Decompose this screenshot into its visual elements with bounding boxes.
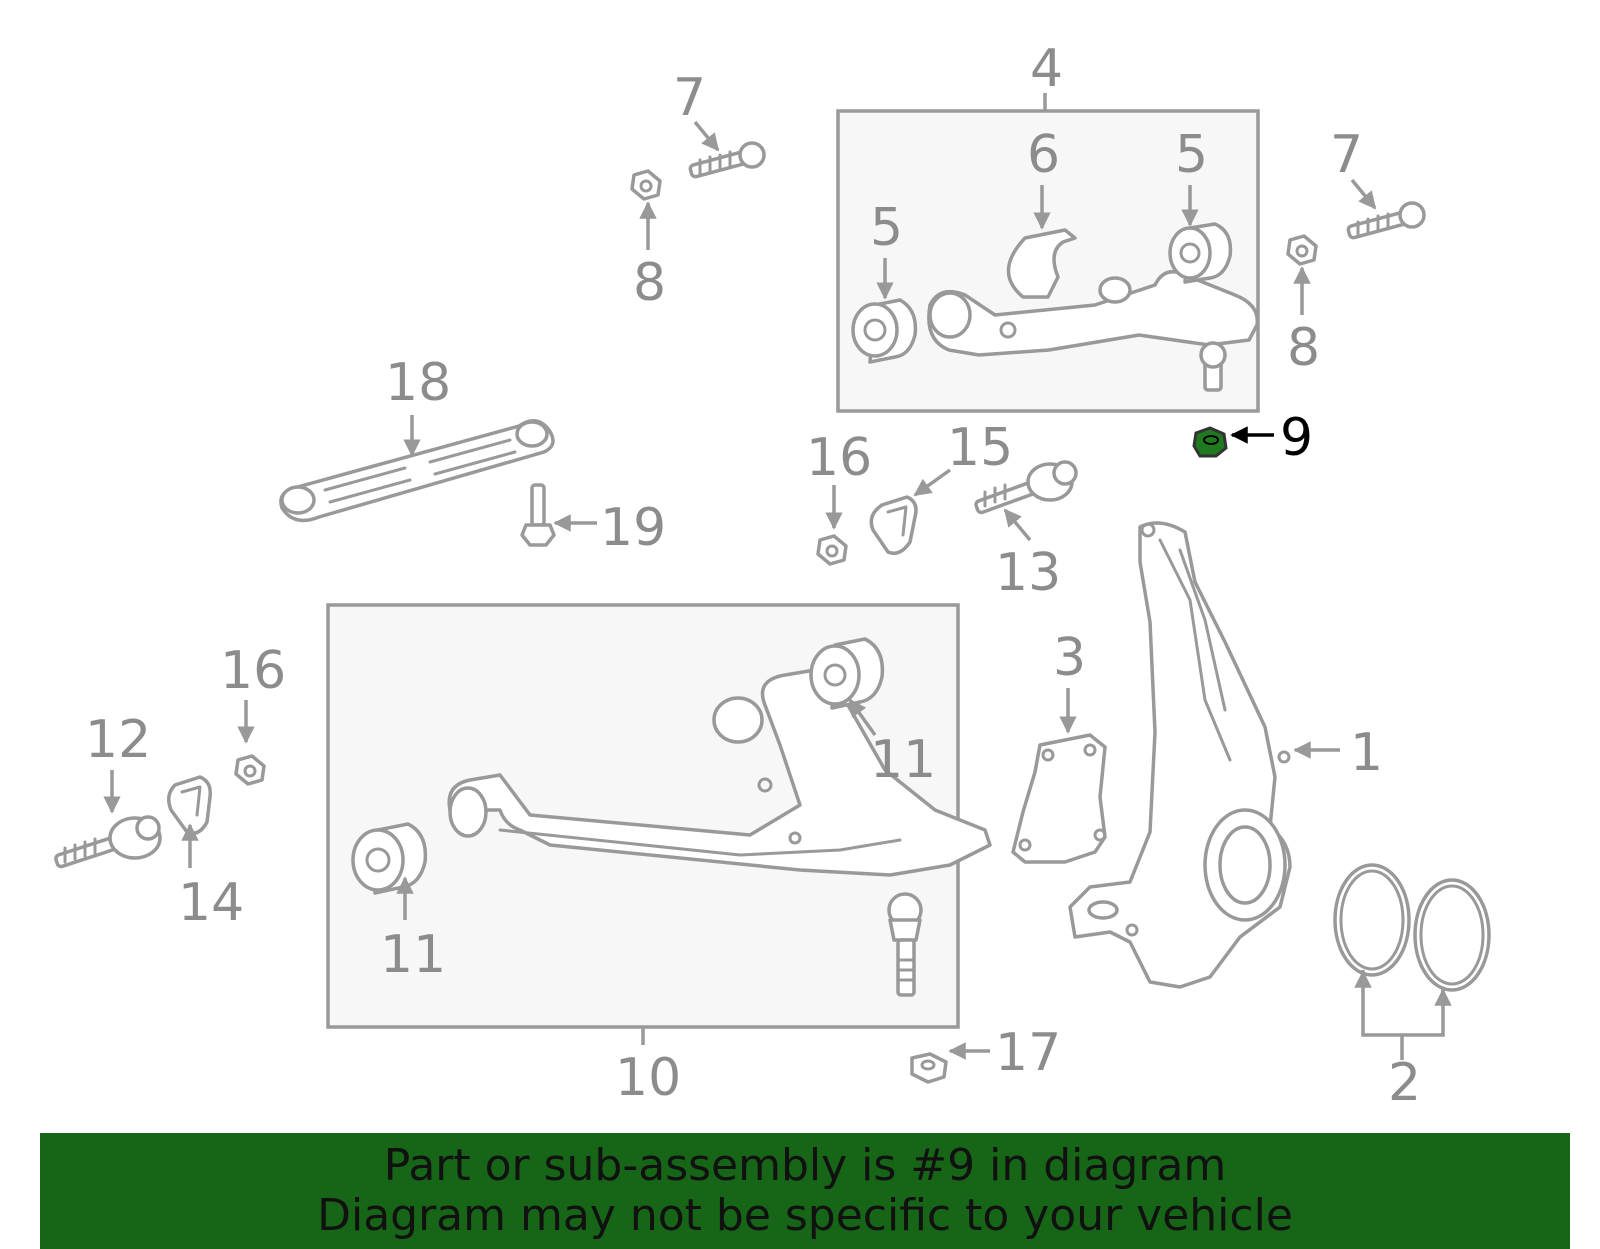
callout-11-left: 11 <box>380 925 446 985</box>
callout-7-left: 7 <box>673 68 706 128</box>
callout-labels: 1 2 3 4 5 5 6 7 7 8 8 9 10 11 11 12 13 1… <box>85 39 1421 1113</box>
callout-16-upper: 16 <box>806 428 872 488</box>
nut-8-left-part <box>630 169 662 201</box>
nut-8-right-part <box>1286 234 1318 266</box>
callout-5-left: 5 <box>870 198 903 258</box>
callout-1: 1 <box>1350 723 1383 783</box>
nut-9-highlighted-part <box>1192 426 1228 458</box>
bracket-6-part <box>1006 228 1077 299</box>
bushing-5-right-part <box>1168 222 1233 284</box>
callout-9: 9 <box>1280 408 1313 468</box>
callout-6: 6 <box>1027 125 1060 185</box>
callout-7-right: 7 <box>1330 125 1363 185</box>
callout-8-left: 8 <box>633 253 666 313</box>
upper-control-arm-part <box>927 269 1260 392</box>
shield-3-part <box>1011 733 1107 864</box>
bolt-7-left-part <box>688 141 766 179</box>
callout-16-lower: 16 <box>220 641 286 701</box>
info-banner: Part or sub-assembly is #9 in diagram Di… <box>40 1133 1570 1249</box>
cam-washer-14-part <box>167 775 213 835</box>
nut-17-part <box>910 1052 948 1084</box>
seal-rings-2-part <box>1333 863 1491 992</box>
callout-15: 15 <box>947 418 1013 478</box>
banner-line-1: Part or sub-assembly is #9 in diagram <box>383 1140 1227 1191</box>
bolt-7-right-part <box>1346 201 1426 240</box>
bolt-19-part <box>520 483 556 547</box>
callout-4: 4 <box>1030 39 1063 99</box>
callout-2: 2 <box>1388 1053 1421 1113</box>
nut-16-upper-part <box>816 534 848 566</box>
bushing-5-left-part <box>851 298 918 364</box>
cam-washer-15-part <box>869 495 918 555</box>
callout-19: 19 <box>600 498 666 558</box>
callout-18: 18 <box>385 353 451 413</box>
callout-13: 13 <box>995 543 1061 603</box>
callout-11-right: 11 <box>870 730 936 790</box>
callout-3: 3 <box>1053 628 1086 688</box>
ball-joint-part <box>887 892 923 997</box>
cam-bolt-13-part <box>974 460 1078 515</box>
link-rod-18-part <box>279 419 555 523</box>
bushing-11-right-part <box>809 637 885 710</box>
leader-lines <box>103 120 1452 1060</box>
cam-bolt-12-part <box>54 815 162 869</box>
steering-knuckle-1-part <box>1068 521 1292 989</box>
callout-8-right: 8 <box>1287 318 1320 378</box>
banner-line-2: Diagram may not be specific to your vehi… <box>317 1190 1293 1241</box>
callout-17: 17 <box>995 1023 1061 1083</box>
callout-12: 12 <box>85 710 151 770</box>
callout-5-right: 5 <box>1175 125 1208 185</box>
nut-16-lower-part <box>234 754 266 786</box>
callout-10: 10 <box>615 1048 681 1108</box>
callout-14: 14 <box>178 873 244 933</box>
bushing-11-left-part <box>351 822 428 895</box>
